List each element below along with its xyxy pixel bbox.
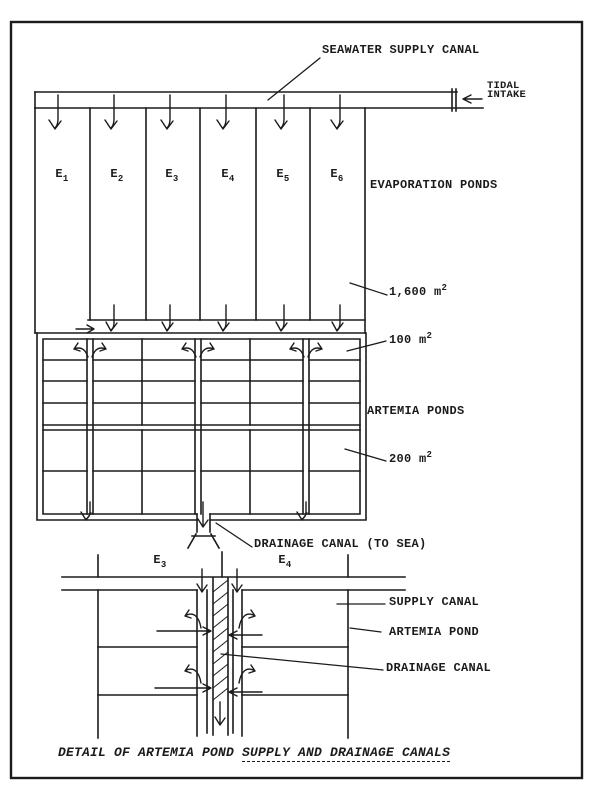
- evaporation-pond-label-e4: E4: [221, 167, 235, 184]
- figure-border: [9, 20, 584, 780]
- detail-flow-arrows: [154, 568, 263, 697]
- tidal-gate: [451, 88, 457, 112]
- artemia-pond-grid: [36, 332, 367, 521]
- label-detail-drainage-canal: DRAINAGE CANAL: [386, 661, 492, 675]
- label-detail-supply-canal: SUPPLY CANAL: [389, 595, 480, 609]
- leader-100: [346, 340, 387, 352]
- evaporation-pond-label-e3: E3: [165, 167, 179, 184]
- leader-seawater-canal: [267, 57, 321, 101]
- artemia-supply-canal: [34, 304, 366, 334]
- leader-drainage-to-sea: [215, 522, 253, 548]
- leader-drainage-canal: [220, 653, 384, 671]
- label-seawater-supply-canal: SEAWATER SUPPLY CANAL: [322, 43, 480, 57]
- detail-leader-lines: [220, 603, 386, 671]
- evaporation-pond-grid: [34, 107, 366, 334]
- label-tidal-intake: TIDAL INTAKE: [487, 80, 527, 101]
- label-small-pond-area: 100 m2: [389, 331, 433, 347]
- hatch-pattern: [212, 579, 229, 701]
- flow-right-arrow: [75, 324, 95, 334]
- evaporation-pond-label-e5: E5: [276, 167, 290, 184]
- figure-caption: DETAIL OF ARTEMIA POND SUPPLY AND DRAINA…: [58, 745, 451, 762]
- label-evap-pond-area: 1,600 m2: [389, 283, 448, 299]
- evaporation-intake-arrows: [48, 94, 344, 130]
- outlet-flow-arrow: [197, 501, 209, 528]
- evaporation-pond-label-e1: E1: [55, 167, 69, 184]
- label-detail-artemia-pond: ARTEMIA POND: [389, 625, 480, 639]
- label-drainage-to-sea: DRAINAGE CANAL (TO SEA): [254, 537, 427, 551]
- drain-down-arrow: [214, 701, 226, 726]
- evaporation-pond-label-e2: E2: [110, 167, 124, 184]
- leader-artemia-pond: [349, 627, 382, 633]
- evaporation-pond-label-e6: E6: [330, 167, 344, 184]
- detail-drainage-canal: [196, 577, 243, 737]
- leader-200: [344, 448, 387, 462]
- artemia-drain-arrows: [80, 501, 308, 521]
- tidal-intake-arrow: [462, 94, 483, 104]
- drainage-outlet: [186, 501, 221, 550]
- label-evaporation-ponds: EVAPORATION PONDS: [370, 178, 498, 192]
- seawater-supply-canal: [34, 57, 484, 112]
- detail-pond-grid: [97, 589, 349, 739]
- detail-pond-label-e4: E4: [278, 553, 292, 570]
- caption-underlined-part: SUPPLY AND DRAINAGE CANALS: [242, 745, 451, 762]
- leader-lines-main: [215, 282, 388, 548]
- leader-1600: [349, 282, 388, 296]
- artemia-supply-arrows: [73, 342, 323, 358]
- label-artemia-ponds: ARTEMIA PONDS: [367, 404, 465, 418]
- label-large-pond-area: 200 m2: [389, 450, 433, 466]
- detail-supply-canal: [61, 551, 406, 591]
- detail-pond-label-e3: E3: [153, 553, 167, 570]
